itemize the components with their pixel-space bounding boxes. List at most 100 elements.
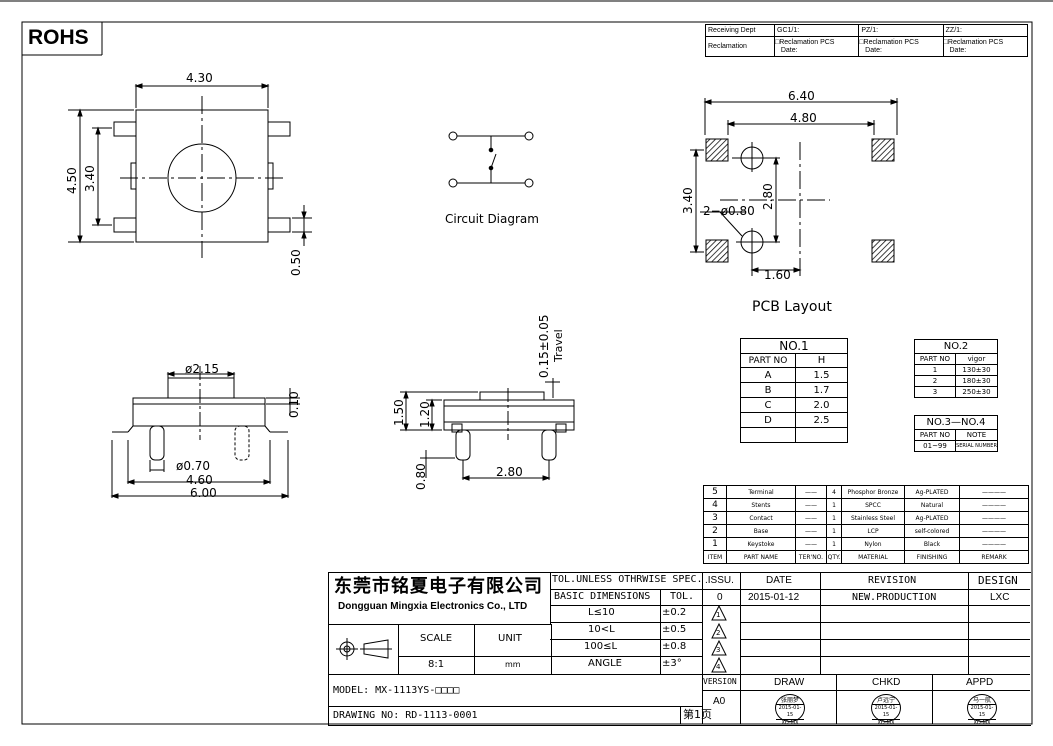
- revision-triangle-number: 4: [716, 663, 721, 671]
- dim-pcb-width2: 4.80: [790, 111, 817, 125]
- dim-top-inner: 3.40: [83, 165, 97, 192]
- cell: SERIAL NUMBER: [955, 440, 998, 452]
- cell: 2.5: [795, 412, 848, 428]
- date-value: 2015-01-12: [748, 592, 800, 603]
- dim-side-thickness: 0.10: [287, 391, 301, 418]
- dim-front-travel-value: 0.15±0.05: [537, 314, 551, 379]
- gc-cell: GC1/1:: [773, 24, 860, 37]
- dim-pcb-hole: 2−ø0.80: [703, 204, 755, 218]
- dim-side-diameter: ø2.15: [185, 362, 220, 376]
- dim-front-bottom: 0.80: [414, 463, 428, 490]
- cell: ————: [959, 537, 1029, 551]
- table-header: vigor: [955, 353, 998, 365]
- cell: C: [740, 397, 796, 413]
- stamp-code: XQ-MX: [877, 720, 895, 726]
- cell: ————: [959, 511, 1029, 525]
- cell: 1: [826, 511, 842, 525]
- dim-side-width1: 4.60: [186, 473, 213, 487]
- pz-cell: PZ/1:: [858, 24, 944, 37]
- cell: Base: [726, 524, 796, 538]
- cell: D: [740, 412, 796, 428]
- date-header: DATE: [766, 575, 792, 586]
- drawing-number: DRAWING NO: RD-1113-0001: [333, 710, 478, 721]
- dim-pcb-width1: 6.40: [788, 89, 815, 103]
- cell: 1: [826, 537, 842, 551]
- stamp-name: 张丽梦: [780, 697, 799, 704]
- table-header: MATERIAL: [841, 550, 905, 564]
- cell: 1.5: [795, 367, 848, 383]
- draw-label: DRAW: [774, 677, 805, 688]
- tol-row-label: L≤10: [588, 607, 615, 618]
- cell: 1: [703, 537, 727, 551]
- scale-value: 8:1: [428, 659, 445, 670]
- draw-stamp: 张丽梦 2015-01-15 XQ-MX: [775, 694, 805, 726]
- dim-top-width: 4.30: [186, 71, 213, 85]
- model-number: MODEL: MX-1113YS-□□□□: [333, 685, 460, 696]
- cell: Black: [904, 537, 960, 551]
- cell: ——: [795, 485, 827, 499]
- appd-label: APPD: [966, 677, 994, 688]
- cell: 2: [914, 375, 956, 387]
- table-header: REMARK: [959, 550, 1029, 564]
- cell: Phosphor Bronze: [841, 485, 905, 499]
- tol-row-value: ±0.5: [662, 624, 687, 635]
- cell: ——: [795, 524, 827, 538]
- revision-value: NEW.PRODUCTION: [852, 592, 937, 603]
- cell: 1: [826, 498, 842, 512]
- date-label: Date:: [780, 46, 798, 54]
- cell: ————: [959, 485, 1029, 499]
- pcb-label: PCB Layout: [752, 299, 832, 315]
- cell: ——: [795, 498, 827, 512]
- appd-stamp: 马一航 2015-01-15 XQ-MX: [967, 694, 997, 726]
- chkd-label: CHKD: [872, 677, 901, 688]
- cell: Contact: [726, 511, 796, 525]
- chkd-stamp: 卢远宁 2015-01-15 XQ-MX: [871, 694, 901, 726]
- dim-front-width: 2.80: [496, 465, 523, 479]
- cell: ——: [795, 537, 827, 551]
- cell: 180±30: [955, 375, 998, 387]
- table-header: PART NAME: [726, 550, 796, 564]
- table-no3-title: NO.3—NO.4: [914, 415, 998, 430]
- table-no2-title: NO.2: [914, 339, 998, 354]
- cell: 2: [703, 524, 727, 538]
- dim-pcb-offset: 1.60: [764, 268, 791, 282]
- circuit-label: Circuit Diagram: [445, 212, 539, 226]
- cell: B: [740, 382, 796, 398]
- stamp-date: 2015-01-15: [968, 704, 996, 720]
- cell: ————: [959, 498, 1029, 512]
- version-label: VERSION: [703, 677, 737, 686]
- cell: SPCC: [841, 498, 905, 512]
- company-name-en: Dongguan Mingxia Electronics Co., LTD: [338, 601, 528, 612]
- tol-row-value: ±3°: [662, 658, 682, 669]
- table-row: [740, 427, 848, 443]
- tolerance-title: TOL.UNLESS OTHRWISE SPEC.: [552, 574, 703, 585]
- dim-front-travel-label: Travel: [552, 329, 565, 362]
- cell: Stents: [726, 498, 796, 512]
- table-header: PART NO: [740, 353, 796, 368]
- cell: Keystoke: [726, 537, 796, 551]
- date-label: Date:: [865, 46, 882, 54]
- company-name-cn: 东莞市铭夏电子有限公司: [334, 576, 543, 597]
- dim-front-h1: 1.50: [392, 399, 406, 426]
- cell: Nylon: [841, 537, 905, 551]
- cell: [795, 427, 848, 443]
- cell: 5: [703, 485, 727, 499]
- stamp-name: 卢远宁: [876, 697, 895, 704]
- cell: 1: [826, 524, 842, 538]
- dim-top-lead: 0.50: [289, 249, 303, 276]
- reclamation-pcs: □Reclamation PCS: [859, 38, 919, 46]
- table-header: PART NO: [914, 353, 956, 365]
